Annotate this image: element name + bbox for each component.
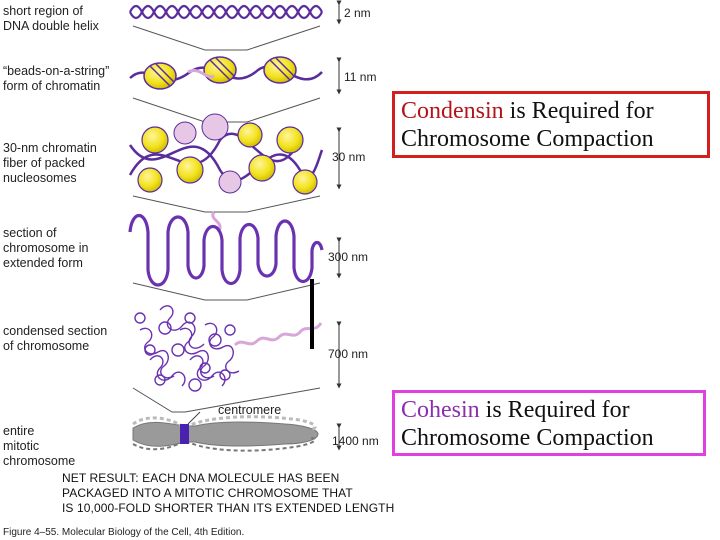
beads-on-a-string [129, 56, 323, 90]
svg-text:PACKAGED INTO A MITOTIC CHROMO: PACKAGED INTO A MITOTIC CHROMOSOME THAT [62, 486, 353, 500]
cohesin-callout: Cohesin is Required for Chromosome Compa… [392, 390, 706, 456]
cohesin-callout-line1: Cohesin is Required for [401, 396, 697, 424]
size-label-11nm: 11 nm [344, 70, 376, 84]
stage-label-dna-helix: short region of DNA double helix [3, 4, 100, 33]
net-result-text: NET RESULT: EACH DNA MOLECULE HAS BEEN P… [62, 471, 394, 515]
svg-text:IS 10,000-FOLD SHORTER THAN IT: IS 10,000-FOLD SHORTER THAN ITS EXTENDED… [62, 501, 394, 515]
30nm-chromatin-fiber [128, 113, 324, 195]
extended-chromosome-loops [128, 211, 324, 287]
svg-text:DNA double helix: DNA double helix [3, 19, 100, 33]
svg-text:entire: entire [3, 424, 34, 438]
condensed-chromosome-section [134, 305, 323, 392]
svg-text:chromosome: chromosome [3, 454, 75, 468]
stage-label-beads-on-string: “beads-on-a-string” form of chromatin [3, 64, 109, 93]
stage-label-extended-chromosome: section of chromosome in extended form [3, 226, 88, 270]
cohesin-callout-line2: Chromosome Compaction [401, 425, 654, 451]
svg-text:30-nm chromatin: 30-nm chromatin [3, 141, 97, 155]
cohesin-keyword: Cohesin [401, 397, 480, 423]
condensin-callout-line1: Condensin is Required for [401, 97, 701, 125]
funnel-lines [132, 25, 321, 413]
separator-bar [310, 279, 314, 349]
size-label-300nm: 300 nm [328, 250, 368, 264]
size-label-700nm: 700 nm [328, 347, 368, 361]
mitotic-chromosome: centromere [132, 403, 319, 452]
svg-text:“beads-on-a-string”: “beads-on-a-string” [3, 64, 109, 78]
centromere-label: centromere [218, 403, 281, 417]
svg-text:mitotic: mitotic [3, 439, 39, 453]
svg-text:short region of: short region of [3, 4, 83, 18]
svg-text:chromosome in: chromosome in [3, 241, 88, 255]
svg-text:condensed section: condensed section [3, 324, 107, 338]
size-label-30nm: 30 nm [332, 150, 365, 164]
svg-text:fiber of packed: fiber of packed [3, 156, 85, 170]
svg-text:of chromosome: of chromosome [3, 339, 89, 353]
size-label-1400nm: 1400 nm [332, 434, 379, 448]
svg-text:section of: section of [3, 226, 57, 240]
stage-label-mitotic-chromosome: entire mitotic chromosome [3, 424, 75, 468]
svg-text:nucleosomes: nucleosomes [3, 171, 77, 185]
dna-double-helix [129, 4, 323, 20]
figure-caption: Figure 4–55. Molecular Biology of the Ce… [3, 527, 244, 538]
cohesin-callout-rest: is Required for [479, 397, 630, 423]
centromere-mark [180, 424, 189, 444]
stage-label-30nm-fiber: 30-nm chromatin fiber of packed nucleoso… [3, 141, 97, 185]
svg-text:NET RESULT: EACH DNA MOLECULE: NET RESULT: EACH DNA MOLECULE HAS BEEN [62, 471, 339, 485]
svg-text:extended form: extended form [3, 256, 83, 270]
condensin-callout-rest: is Required for [503, 98, 654, 124]
condensin-callout-line2: Chromosome Compaction [401, 126, 654, 152]
condensin-keyword: Condensin [401, 98, 504, 124]
condensin-callout: Condensin is Required for Chromosome Com… [392, 91, 710, 158]
svg-text:form of chromatin: form of chromatin [3, 79, 100, 93]
size-label-2nm: 2 nm [344, 6, 371, 20]
stage-label-condensed-section: condensed section of chromosome [3, 324, 107, 353]
